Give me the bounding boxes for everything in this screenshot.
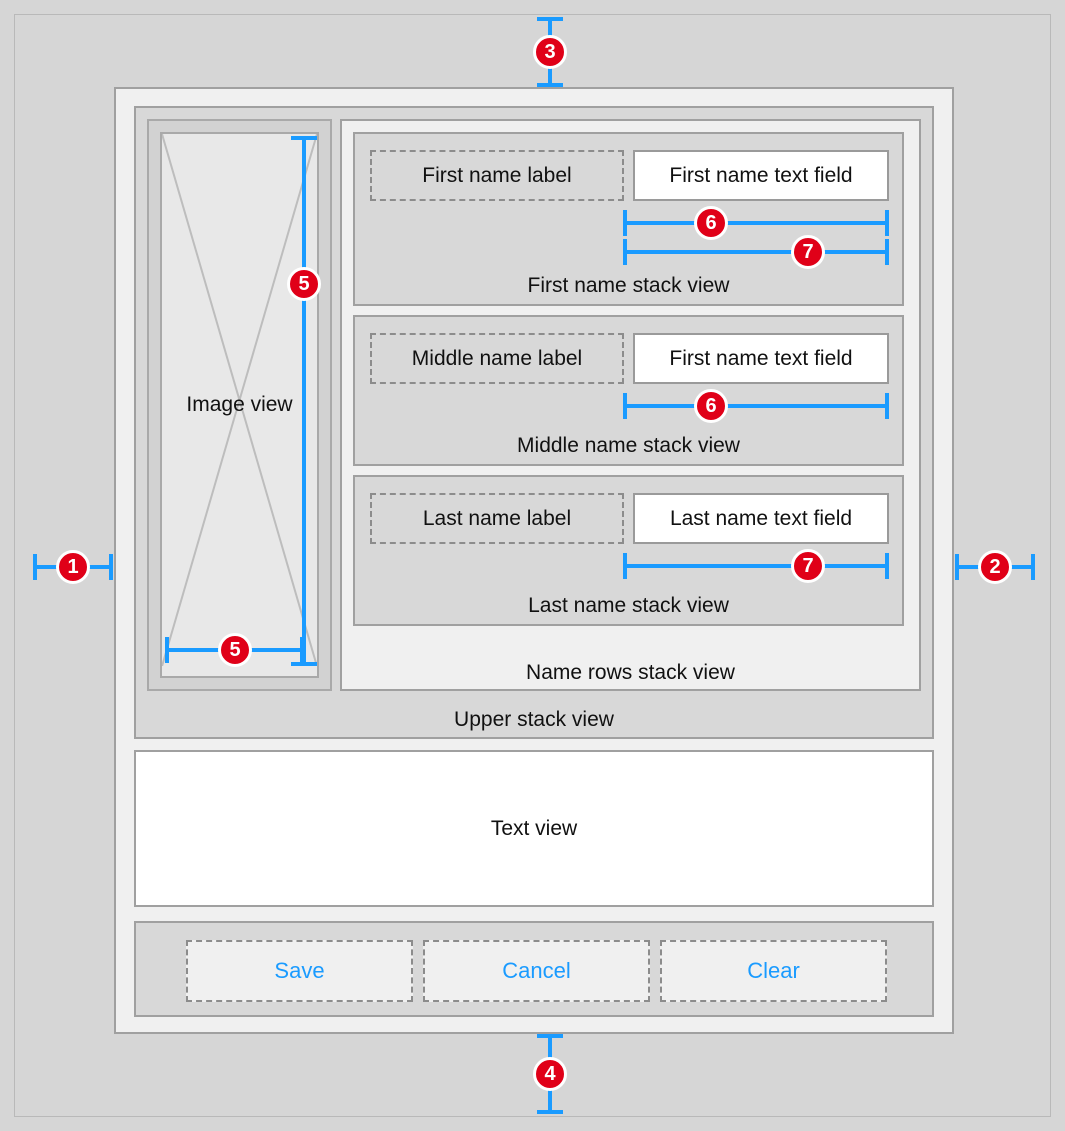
dimension-cap-right — [885, 553, 889, 579]
marker-badge-7: 7 — [791, 549, 825, 583]
dimension-cap-right — [885, 210, 889, 236]
first-name-label: First name label — [370, 150, 624, 201]
dimension-line — [33, 565, 113, 569]
dimension-cap-right — [885, 239, 889, 265]
image-view: Image view — [160, 132, 319, 678]
dimension-cap-top — [537, 1034, 563, 1038]
dimension-cap-left — [623, 210, 627, 236]
upper-stack-view: Image view 5 5 — [134, 106, 934, 739]
image-view-container: Image view 5 5 — [147, 119, 332, 691]
marker-badge-1: 1 — [56, 550, 90, 584]
marker-badge-6: 6 — [694, 389, 728, 423]
dimension-cap-left — [623, 239, 627, 265]
image-placeholder-cross — [162, 134, 317, 666]
dimension-marker-1: 1 — [33, 550, 113, 584]
middle-name-stack-view: Middle name label First name text field … — [353, 315, 904, 466]
marker-badge-4: 4 — [533, 1057, 567, 1091]
dimension-marker-6-first: 6 — [623, 206, 889, 240]
first-name-text-field[interactable]: First name text field — [633, 150, 889, 201]
dimension-cap-left — [623, 553, 627, 579]
upper-stack-view-label: Upper stack view — [454, 708, 614, 731]
text-view[interactable]: Text view — [134, 750, 934, 907]
diagram-canvas: 1 2 3 4 Im — [14, 14, 1051, 1117]
marker-badge-3: 3 — [533, 35, 567, 69]
dimension-marker-4: 4 — [533, 1034, 567, 1114]
save-button[interactable]: Save — [186, 940, 413, 1002]
dimension-cap-bottom — [537, 1110, 563, 1114]
window-frame: Image view 5 5 — [114, 87, 954, 1034]
last-name-text-field[interactable]: Last name text field — [633, 493, 889, 544]
dimension-cap-right — [1031, 554, 1035, 580]
image-view-label: Image view — [186, 393, 293, 416]
last-name-stack-label: Last name stack view — [528, 594, 729, 617]
middle-name-label: Middle name label — [370, 333, 624, 384]
middle-name-text-field[interactable]: First name text field — [633, 333, 889, 384]
cancel-button[interactable]: Cancel — [423, 940, 650, 1002]
dimension-marker-7-first: 7 — [623, 235, 889, 269]
dimension-cap-right — [109, 554, 113, 580]
dimension-cap-top — [537, 17, 563, 21]
dimension-line — [623, 404, 889, 408]
name-rows-stack-view: First name label First name text field 6… — [340, 119, 921, 691]
marker-badge-7: 7 — [791, 235, 825, 269]
first-name-stack-view: First name label First name text field 6… — [353, 132, 904, 306]
last-name-label: Last name label — [370, 493, 624, 544]
dimension-line — [955, 565, 1035, 569]
dimension-line — [623, 250, 889, 254]
dimension-line — [623, 564, 889, 568]
dimension-line — [548, 17, 552, 87]
dimension-line — [548, 1034, 552, 1114]
dimension-cap-left — [955, 554, 959, 580]
dimension-cap-left — [33, 554, 37, 580]
dimension-marker-7-last: 7 — [623, 549, 889, 583]
dimension-marker-3: 3 — [533, 17, 567, 87]
dimension-marker-2: 2 — [955, 550, 1035, 584]
last-name-stack-view: Last name label Last name text field 7 L… — [353, 475, 904, 626]
dimension-cap-right — [885, 393, 889, 419]
dimension-marker-6-middle: 6 — [623, 389, 889, 423]
first-name-stack-label: First name stack view — [527, 274, 730, 297]
name-rows-stack-label: Name rows stack view — [526, 661, 735, 684]
buttons-stack-view: Save Cancel Clear — [134, 921, 934, 1017]
marker-badge-2: 2 — [978, 550, 1012, 584]
dimension-cap-left — [623, 393, 627, 419]
marker-badge-6: 6 — [694, 206, 728, 240]
dimension-line — [623, 221, 889, 225]
middle-name-stack-label: Middle name stack view — [517, 434, 740, 457]
clear-button[interactable]: Clear — [660, 940, 887, 1002]
